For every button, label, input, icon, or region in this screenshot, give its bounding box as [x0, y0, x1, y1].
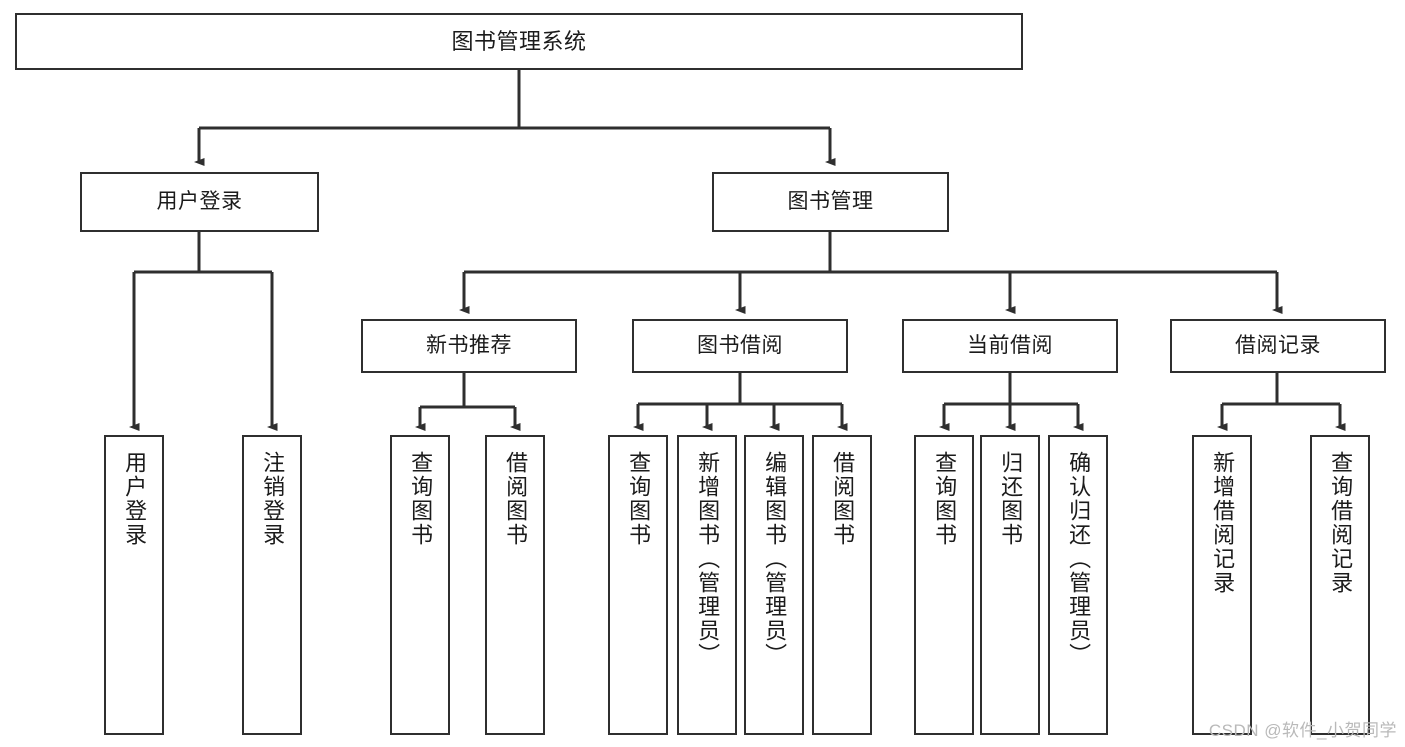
node-book-management-label: 图书管理 [787, 189, 874, 213]
node-leaf-borrow-book-2[interactable]: 借阅图书 [812, 435, 872, 735]
node-new-book-recommend-label: 新书推荐 [426, 333, 512, 357]
node-user-login[interactable]: 用户登录 [80, 172, 319, 232]
node-leaf-user-logout[interactable]: 注销登录 [242, 435, 302, 735]
node-leaf-add-book-label: 新增图书（管理员） [695, 451, 721, 667]
node-leaf-user-logout-label: 注销登录 [260, 451, 286, 547]
node-leaf-return-book[interactable]: 归还图书 [980, 435, 1040, 735]
node-leaf-confirm-return[interactable]: 确认归还（管理员） [1048, 435, 1108, 735]
node-leaf-query-book-2[interactable]: 查询图书 [608, 435, 668, 735]
node-leaf-query-book-3[interactable]: 查询图书 [914, 435, 974, 735]
node-leaf-user-login-label: 用户登录 [122, 451, 148, 547]
node-leaf-query-record[interactable]: 查询借阅记录 [1310, 435, 1370, 735]
node-borrow-records-label: 借阅记录 [1235, 333, 1321, 357]
node-leaf-edit-book[interactable]: 编辑图书（管理员） [744, 435, 804, 735]
node-leaf-query-book-3-label: 查询图书 [932, 451, 958, 547]
node-new-book-recommend[interactable]: 新书推荐 [361, 319, 577, 373]
node-book-borrow-label: 图书借阅 [697, 333, 783, 357]
node-leaf-add-book[interactable]: 新增图书（管理员） [677, 435, 737, 735]
watermark-text: CSDN @软件_小贺同学 [1208, 721, 1397, 740]
node-borrow-records[interactable]: 借阅记录 [1170, 319, 1386, 373]
node-leaf-query-book-1-label: 查询图书 [408, 451, 434, 547]
node-leaf-add-record[interactable]: 新增借阅记录 [1192, 435, 1252, 735]
node-leaf-borrow-book-1[interactable]: 借阅图书 [485, 435, 545, 735]
node-leaf-return-book-label: 归还图书 [998, 451, 1024, 547]
node-current-borrow-label: 当前借阅 [967, 333, 1053, 357]
node-current-borrow[interactable]: 当前借阅 [902, 319, 1118, 373]
node-user-login-label: 用户登录 [156, 189, 243, 213]
node-leaf-query-record-label: 查询借阅记录 [1328, 451, 1354, 595]
node-leaf-edit-book-label: 编辑图书（管理员） [762, 451, 788, 667]
node-leaf-add-record-label: 新增借阅记录 [1210, 451, 1236, 595]
node-leaf-query-book-1[interactable]: 查询图书 [390, 435, 450, 735]
node-book-management[interactable]: 图书管理 [712, 172, 949, 232]
node-leaf-borrow-book-1-label: 借阅图书 [503, 451, 529, 547]
node-leaf-confirm-return-label: 确认归还（管理员） [1066, 451, 1092, 667]
node-book-borrow[interactable]: 图书借阅 [632, 319, 848, 373]
node-root-label: 图书管理系统 [451, 28, 587, 54]
node-leaf-query-book-2-label: 查询图书 [626, 451, 652, 547]
node-root[interactable]: 图书管理系统 [15, 13, 1023, 70]
node-leaf-user-login[interactable]: 用户登录 [104, 435, 164, 735]
node-leaf-borrow-book-2-label: 借阅图书 [830, 451, 856, 547]
